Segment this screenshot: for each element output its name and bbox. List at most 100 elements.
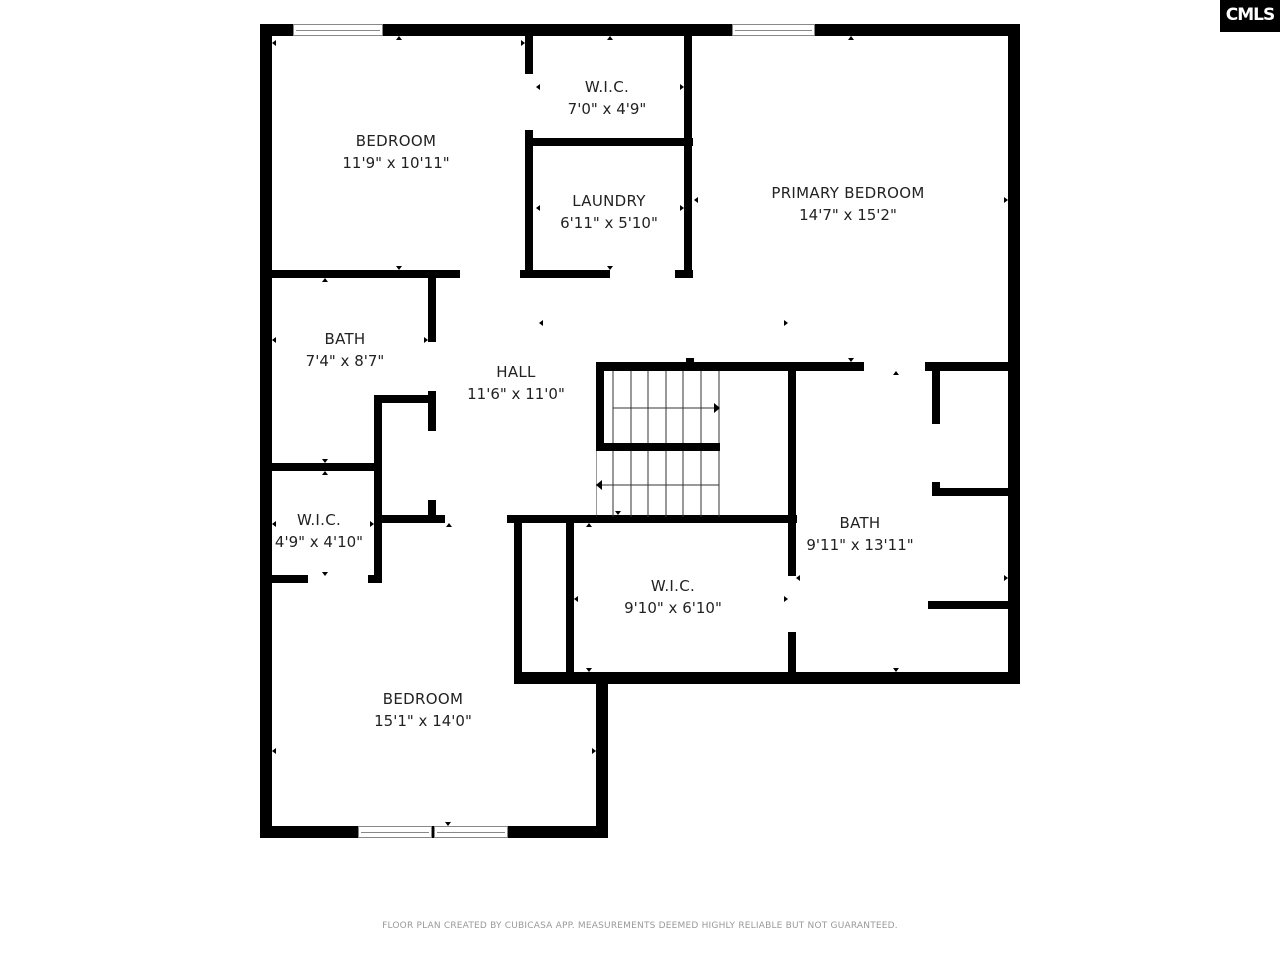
wall	[514, 515, 522, 684]
measure-marker-icon	[796, 575, 800, 581]
measure-marker-icon	[396, 36, 402, 40]
measure-marker-icon	[424, 337, 428, 343]
room-name: W.I.C.	[296, 511, 342, 529]
measure-marker-icon	[574, 596, 578, 602]
staircase	[596, 371, 720, 517]
room-label-bedroom-1: BEDROOM 11'9" x 10'11"	[342, 130, 449, 174]
measure-marker-icon	[586, 523, 592, 527]
room-label-laundry: LAUNDRY 6'11" x 5'10"	[560, 190, 658, 234]
room-label-wic-1: W.I.C. 7'0" x 4'9"	[568, 76, 647, 120]
measure-marker-icon	[848, 358, 854, 362]
room-name: BATH	[839, 514, 881, 532]
measure-marker-icon	[784, 320, 788, 326]
wall	[525, 138, 693, 146]
measure-marker-icon	[694, 197, 698, 203]
room-name: LAUNDRY	[572, 192, 646, 210]
measure-marker-icon	[322, 459, 328, 463]
measure-marker-icon	[370, 521, 374, 527]
wall	[566, 515, 574, 684]
room-dimensions: 9'10" x 6'10"	[624, 599, 722, 617]
room-dimensions: 11'6" x 11'0"	[467, 385, 565, 403]
measure-marker-icon	[539, 320, 543, 326]
wall	[932, 488, 1020, 496]
room-name: PRIMARY BEDROOM	[771, 184, 925, 202]
measure-marker-icon	[445, 822, 451, 826]
wall	[525, 130, 533, 278]
measure-marker-icon	[1004, 197, 1008, 203]
measure-marker-icon	[607, 36, 613, 40]
logo-text: CMLS	[1225, 5, 1275, 25]
wall	[260, 575, 308, 583]
wall	[675, 270, 693, 278]
room-label-bath-2: BATH 9'11" x 13'11"	[806, 512, 913, 556]
window	[732, 24, 815, 36]
measure-marker-icon	[680, 205, 684, 211]
room-name: BEDROOM	[355, 132, 437, 150]
room-dimensions: 6'11" x 5'10"	[560, 214, 658, 232]
disclaimer-footer: FLOOR PLAN CREATED BY CUBICASA APP. MEAS…	[382, 921, 898, 931]
measure-marker-icon	[322, 471, 328, 475]
measure-marker-icon	[446, 523, 452, 527]
room-dimensions: 7'0" x 4'9"	[567, 100, 647, 118]
room-label-bath-1: BATH 7'4" x 8'7"	[306, 328, 385, 372]
room-name: BEDROOM	[382, 690, 464, 708]
room-dimensions: 9'11" x 13'11"	[806, 536, 914, 554]
wall	[260, 463, 380, 471]
wall	[428, 391, 436, 431]
wall	[596, 362, 604, 450]
room-dimensions: 14'7" x 15'2"	[799, 206, 897, 224]
measure-marker-icon	[521, 40, 525, 46]
room-name: W.I.C.	[650, 577, 696, 595]
room-label-hall: HALL 11'6" x 11'0"	[467, 361, 565, 405]
wall	[1008, 24, 1020, 684]
wall	[514, 672, 608, 684]
measure-marker-icon	[396, 266, 402, 270]
measure-marker-icon	[586, 668, 592, 672]
room-label-bedroom-2: BEDROOM 15'1" x 14'0"	[374, 688, 472, 732]
wall	[596, 362, 864, 371]
window	[293, 24, 383, 36]
wall	[596, 443, 720, 451]
measure-marker-icon	[536, 84, 540, 90]
measure-marker-icon	[680, 84, 684, 90]
window	[358, 826, 432, 838]
room-label-wic-3: W.I.C. 9'10" x 6'10"	[624, 575, 722, 619]
wall	[374, 395, 382, 583]
measure-marker-icon	[607, 266, 613, 270]
room-label-wic-2: W.I.C. 4'9" x 4'10"	[275, 509, 363, 553]
wall	[260, 24, 1020, 36]
measure-marker-icon	[1004, 575, 1008, 581]
room-name: HALL	[496, 363, 536, 381]
room-name: BATH	[324, 330, 366, 348]
wall	[525, 24, 533, 74]
room-dimensions: 7'4" x 8'7"	[305, 352, 385, 370]
measure-marker-icon	[592, 748, 596, 754]
window	[434, 826, 508, 838]
wall	[684, 24, 692, 278]
measure-marker-icon	[893, 371, 899, 375]
measure-marker-icon	[536, 205, 540, 211]
wall	[260, 270, 460, 278]
wall	[932, 362, 940, 424]
wall	[596, 672, 608, 838]
wall	[428, 278, 436, 342]
measure-marker-icon	[322, 278, 328, 282]
mls-logo: CMLS	[1220, 0, 1280, 32]
wall	[788, 362, 796, 576]
measure-marker-icon	[848, 36, 854, 40]
wall	[928, 601, 1020, 609]
measure-marker-icon	[784, 596, 788, 602]
measure-marker-icon	[272, 748, 276, 754]
wall	[260, 24, 272, 838]
wall	[380, 515, 445, 523]
room-dimensions: 4'9" x 4'10"	[274, 533, 364, 551]
measure-marker-icon	[272, 521, 276, 527]
room-name: W.I.C.	[584, 78, 630, 96]
measure-marker-icon	[272, 337, 276, 343]
measure-marker-icon	[272, 40, 276, 46]
wall	[925, 362, 1020, 371]
wall	[596, 672, 1020, 684]
room-dimensions: 15'1" x 14'0"	[374, 712, 472, 730]
room-dimensions: 11'9" x 10'11"	[342, 154, 450, 172]
measure-marker-icon	[615, 511, 621, 515]
